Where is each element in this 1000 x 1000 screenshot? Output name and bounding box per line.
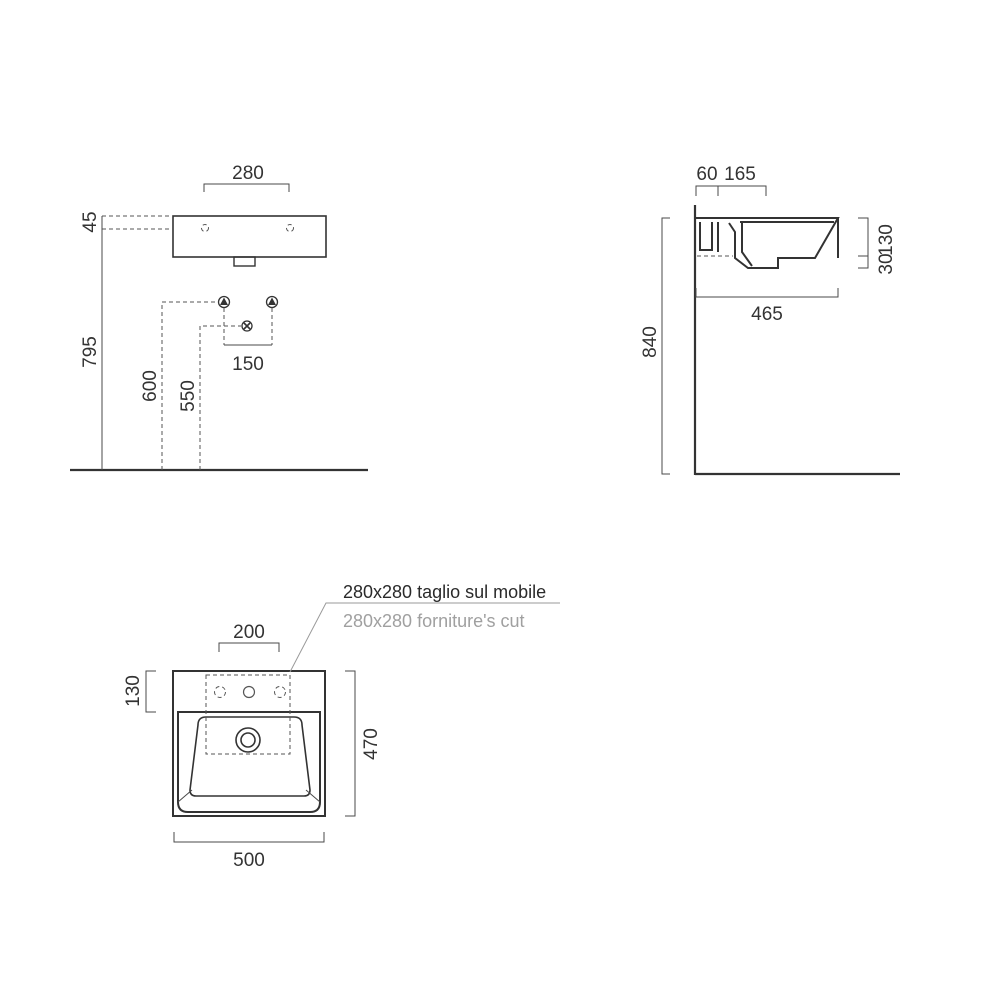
plan-dim-200-text: 200 <box>233 622 265 643</box>
plan-drain-inner <box>240 732 256 748</box>
front-dim-795-text: 795 <box>80 336 101 368</box>
plan-dim-470-line <box>345 670 356 817</box>
side-dim-130-line <box>858 217 869 269</box>
side-dim-465-text: 465 <box>751 304 783 325</box>
front-view: 280 45 795 600 550 150 <box>70 163 368 472</box>
front-dim-550-text: 550 <box>178 380 199 412</box>
plan-dim-500-text: 500 <box>233 850 265 871</box>
plan-basin-outline <box>172 670 326 817</box>
side-dim-130-text: 130 <box>876 224 897 256</box>
side-basin-back <box>699 222 719 252</box>
plan-dim-200-line <box>218 642 280 652</box>
side-dim-465-line <box>695 288 839 298</box>
waste-outlet-icon <box>241 320 253 332</box>
plan-note-italian: 280x280 taglio sul mobile <box>343 582 546 602</box>
front-dim-600-line <box>161 301 218 470</box>
side-dim-165-text: 165 <box>724 164 756 185</box>
plan-bowl-inner <box>189 716 311 797</box>
side-basin-inner <box>740 218 839 267</box>
front-dim-600-text: 600 <box>140 370 161 402</box>
plan-tap-hole-center <box>242 685 256 699</box>
front-basin-body <box>172 215 327 258</box>
side-dim-60-text: 60 <box>696 164 717 185</box>
front-basin-drain <box>233 256 256 267</box>
plan-dim-130-text: 130 <box>123 675 144 707</box>
plan-dim-470-text: 470 <box>361 728 382 760</box>
side-view: 60 165 465 840 130 30 <box>640 164 900 476</box>
supply-valve-left-icon <box>217 295 231 309</box>
plan-tap-hole-left <box>214 686 226 698</box>
plan-cutout-leader <box>289 602 560 673</box>
front-tap-hole-right <box>286 224 294 232</box>
front-dim-550-line <box>199 325 241 470</box>
plan-drain-outer <box>235 727 261 753</box>
front-dim-280-text: 280 <box>232 163 264 184</box>
side-dim-840-line <box>661 217 670 475</box>
supply-valve-right-icon <box>265 295 279 309</box>
plan-tap-hole-right <box>274 686 286 698</box>
front-dim-45-text: 45 <box>80 211 101 232</box>
front-dim-150-text: 150 <box>232 354 264 375</box>
plan-bowl-outer <box>177 711 321 813</box>
side-dim-840-text: 840 <box>640 326 661 358</box>
plan-bowl-corner-lines <box>177 789 321 803</box>
plan-cutout-dashed <box>205 674 291 755</box>
plan-dim-500-line <box>173 832 325 843</box>
side-dim-top-line <box>695 185 767 196</box>
plan-view: 200 130 470 500 280x280 taglio sul mobil… <box>123 582 560 871</box>
plan-note-english: 280x280 forniture's cut <box>343 611 525 631</box>
side-dim-30-text: 30 <box>876 253 897 274</box>
front-dim-280-line <box>203 183 290 192</box>
side-basin-outer <box>696 217 840 269</box>
front-tap-hole-left <box>201 224 209 232</box>
plan-dim-130-line <box>145 670 156 713</box>
